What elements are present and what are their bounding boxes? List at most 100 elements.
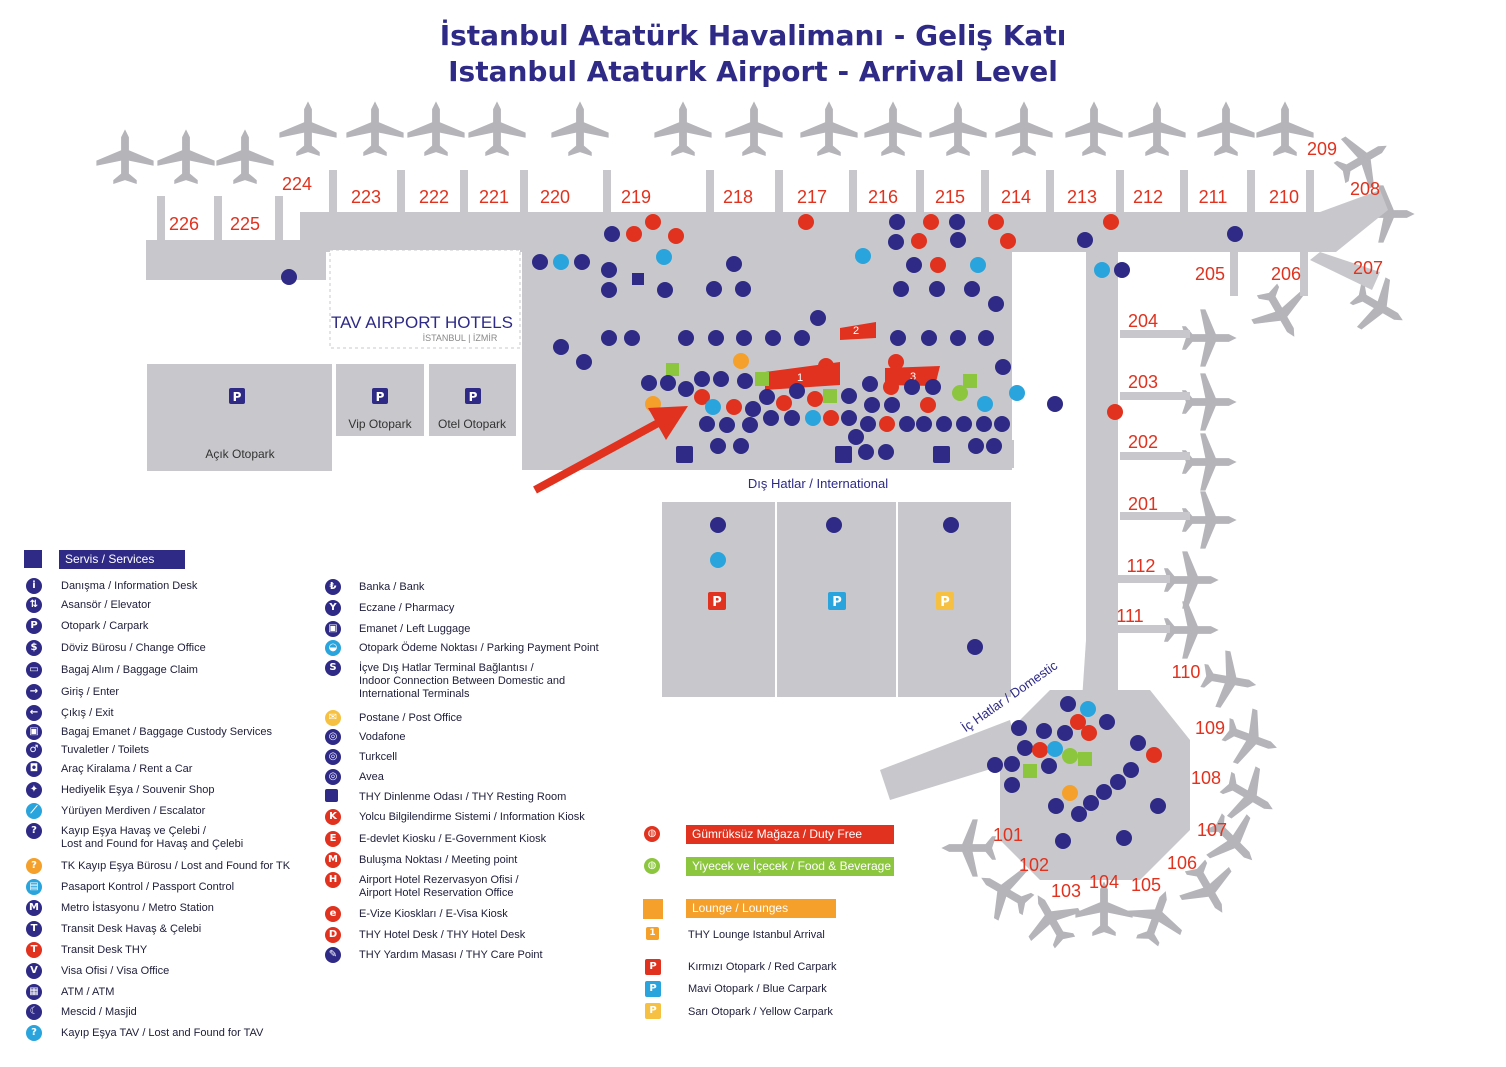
gate-226: 226 xyxy=(169,214,199,234)
open-parking-label: Açık Otopark xyxy=(205,447,275,461)
gate-216: 216 xyxy=(868,187,898,207)
bank-icon: ₺ xyxy=(325,579,341,595)
legend-label: Turkcell xyxy=(359,751,397,764)
legend-label: Buluşma Noktası / Meeting point xyxy=(359,854,517,867)
legend-label-line: International Terminals xyxy=(359,688,470,700)
vodafone-icon: ◎ xyxy=(325,729,341,745)
legend-label: E-devlet Kiosku / E-Government Kiosk xyxy=(359,833,546,846)
metro-station-icon: M xyxy=(26,900,42,916)
pointer-arrow xyxy=(533,406,688,494)
legend-label-line: ATM / ATM xyxy=(61,986,115,998)
passport-control-icon: ▤ xyxy=(26,879,42,895)
red-carpark-icon xyxy=(708,592,726,610)
gate-215: 215 xyxy=(935,187,965,207)
gate-209: 209 xyxy=(1307,139,1337,159)
legend-label: Bagaj Alım / Baggage Claim xyxy=(61,664,198,677)
legend-label-line: TK Kayıp Eşya Bürosu / Lost and Found fo… xyxy=(61,860,291,872)
terminal-connection-icon: S xyxy=(325,660,341,676)
legend-label: THY Hotel Desk / THY Hotel Desk xyxy=(359,929,525,942)
legend-label: ATM / ATM xyxy=(61,986,114,999)
gate-211: 211 xyxy=(1199,187,1228,207)
legend-label-line: Yürüyen Merdiven / Escalator xyxy=(61,805,206,817)
legend-label: Emanet / Left Luggage xyxy=(359,623,470,636)
visa-office-icon: V xyxy=(26,963,42,979)
elevator-icon: ⇅ xyxy=(26,597,42,613)
gate-203: 203 xyxy=(1128,372,1158,392)
gate-labels: 226 225 224 223 222 221 220 219 218 217 … xyxy=(169,139,1383,901)
hotel-parking-label: Otel Otopark xyxy=(438,417,507,431)
gate-106: 106 xyxy=(1167,853,1197,873)
legend-label: Araç Kiralama / Rent a Car xyxy=(61,763,192,776)
legend-label-line: THY Hotel Desk / THY Hotel Desk xyxy=(359,929,526,941)
yellow-carpark xyxy=(898,502,1011,697)
gate-103: 103 xyxy=(1051,881,1081,901)
gate-109: 109 xyxy=(1195,718,1225,738)
souvenir-shop-icon: ✦ xyxy=(26,782,42,798)
gate-112: 112 xyxy=(1127,556,1156,576)
gate-218: 218 xyxy=(723,187,753,207)
legend-label: Visa Ofisi / Visa Office xyxy=(61,965,169,978)
legend-label: Asansör / Elevator xyxy=(61,599,151,612)
legend-label-line: E-Vize Kioskları / E-Visa Kiosk xyxy=(359,908,508,920)
legend-label-line: Eczane / Pharmacy xyxy=(359,602,455,614)
lost-found-tav-icon: ? xyxy=(26,1025,42,1041)
gate-214: 214 xyxy=(1001,187,1031,207)
yellow-carpark-label: Sarı Otopark / Yellow Carpark xyxy=(688,1006,833,1018)
title-turkish: İstanbul Atatürk Havalimanı - Geliş Katı xyxy=(439,19,1067,52)
legend-label-line: Danışma / Information Desk xyxy=(61,580,198,592)
legend-label: THY Yardım Masası / THY Care Point xyxy=(359,949,543,962)
food-zone-4 xyxy=(823,389,837,403)
hotel-reservation-icon: H xyxy=(325,872,341,888)
blue-carpark-icon xyxy=(828,592,846,610)
legend-label: Banka / Bank xyxy=(359,581,424,594)
legend-label-line: THY Yardım Masası / THY Care Point xyxy=(359,949,543,961)
blue-carpark-legend-icon: P xyxy=(645,981,661,997)
services-swatch xyxy=(24,550,42,568)
legend-label-line: Otopark Ödeme Noktası / Parking Payment … xyxy=(359,642,599,654)
legend-label: Mescid / Masjid xyxy=(61,1006,137,1019)
legend-label-line: Bagaj Alım / Baggage Claim xyxy=(61,664,198,676)
exit-icon: ← xyxy=(26,705,42,721)
gate-223: 223 xyxy=(351,187,381,207)
tk-lost-found-icon: ? xyxy=(26,858,42,874)
legend-label: Airport Hotel Rezervasyon Ofisi /Airport… xyxy=(359,874,519,900)
svg-text:3: 3 xyxy=(910,371,916,383)
thy-lounge-icon: 1 xyxy=(646,927,659,940)
legend-label-line: Tuvaletler / Toilets xyxy=(61,744,150,756)
thy-hotel-desk-icon: D xyxy=(325,927,341,943)
gate-201: 201 xyxy=(1128,494,1158,514)
legend-label-line: Emanet / Left Luggage xyxy=(359,623,471,635)
svg-text:P: P xyxy=(940,595,950,610)
legend-label: Döviz Bürosu / Change Office xyxy=(61,642,206,655)
legend-label: Giriş / Enter xyxy=(61,686,119,699)
svg-text:P: P xyxy=(712,595,722,610)
legend-label-line: Visa Ofisi / Visa Office xyxy=(61,965,170,977)
legend-label: THY Dinlenme Odası / THY Resting Room xyxy=(359,791,566,804)
gate-224: 224 xyxy=(282,174,312,194)
thy-care-point-icon: ✎ xyxy=(325,947,341,963)
gate-105: 105 xyxy=(1131,875,1161,895)
legend-label: Hediyelik Eşya / Souvenir Shop xyxy=(61,784,214,797)
legend-label: Bagaj Emanet / Baggage Custody Services xyxy=(61,726,272,739)
carpark-icon xyxy=(229,388,245,404)
legend-label: Eczane / Pharmacy xyxy=(359,602,454,615)
gate-217: 217 xyxy=(797,187,827,207)
legend-label-line: E-devlet Kiosku / E-Government Kiosk xyxy=(359,833,547,845)
legend-label-line: Otopark / Carpark xyxy=(61,620,149,632)
gate-101: 101 xyxy=(993,825,1023,845)
food-zone-3 xyxy=(963,374,977,388)
gate-110: 110 xyxy=(1172,662,1201,682)
legend-label-line: THY Dinlenme Odası / THY Resting Room xyxy=(359,791,567,803)
svg-text:2: 2 xyxy=(853,325,859,337)
lounges-label: Lounge / Lounges xyxy=(686,899,836,918)
svg-text:P: P xyxy=(469,390,478,404)
legend-label: Danışma / Information Desk xyxy=(61,580,197,593)
duty-free-icon: ◍ xyxy=(644,826,660,842)
carpark-icon: P xyxy=(26,618,42,634)
legend-label-line: Kayıp Eşya Havaş ve Çelebi / xyxy=(61,825,206,837)
legend-label-line: Postane / Post Office xyxy=(359,712,463,724)
legend-label-line: Kayıp Eşya TAV / Lost and Found for TAV xyxy=(61,1027,264,1039)
gate-220: 220 xyxy=(540,187,570,207)
food-zone-6 xyxy=(1078,752,1092,766)
food-zone-1 xyxy=(666,363,679,376)
